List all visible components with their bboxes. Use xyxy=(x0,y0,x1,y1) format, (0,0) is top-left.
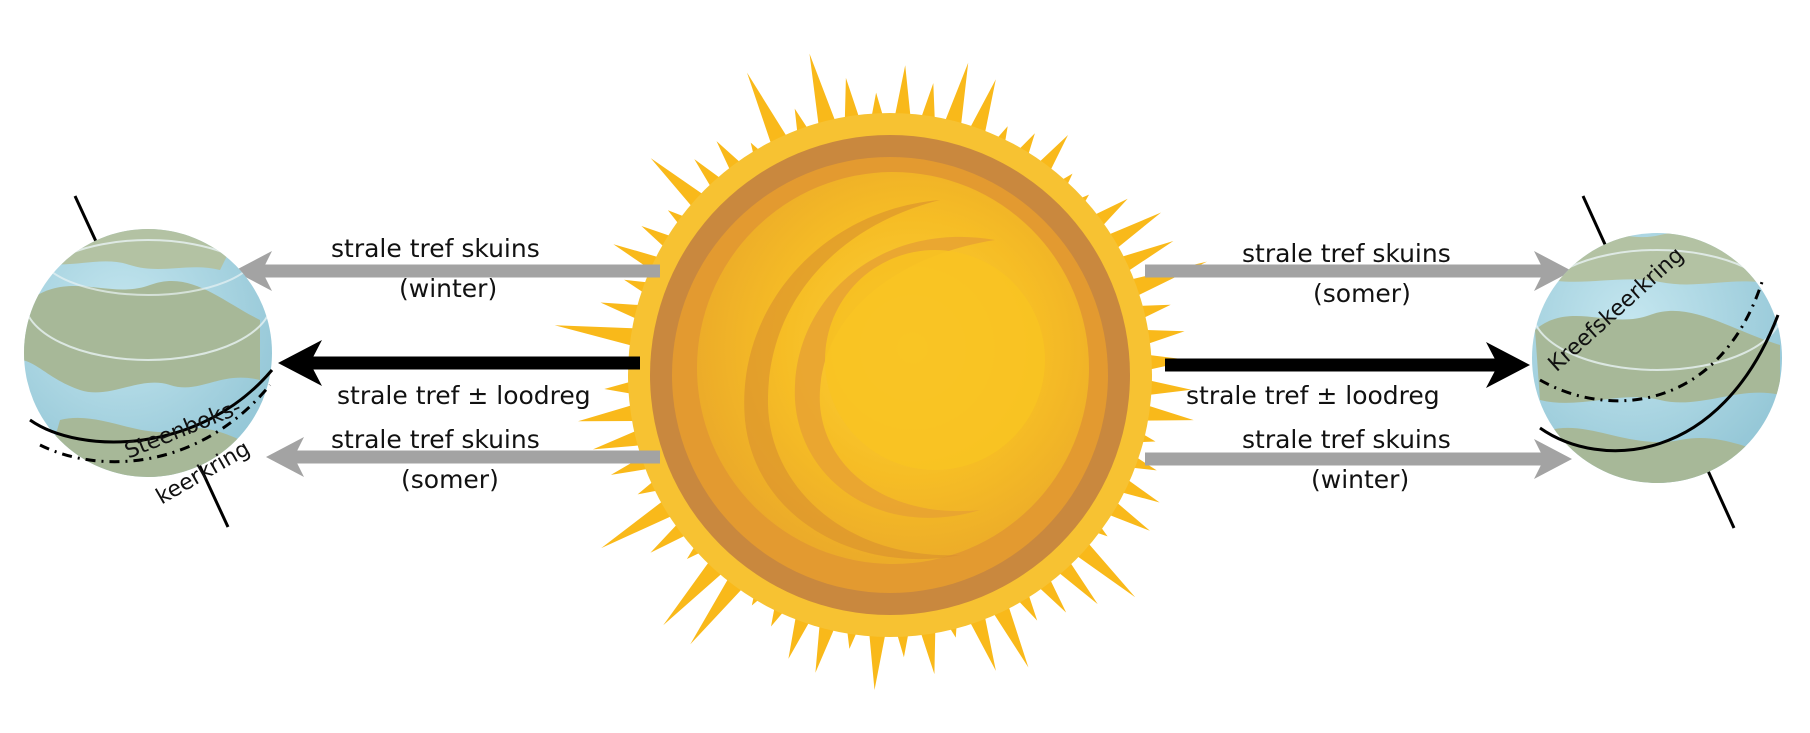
left-arrows xyxy=(234,251,660,477)
left-bottom-arrowhead xyxy=(266,437,304,477)
right-top-label-line1: strale tref skuins xyxy=(1242,239,1451,268)
right-bottom-arrowhead xyxy=(1534,439,1572,479)
left-top-label-line1: strale tref skuins xyxy=(331,234,540,263)
sun xyxy=(554,53,1207,691)
right-top-label-line2: (somer) xyxy=(1313,279,1411,308)
left-bottom-label-line2: (somer) xyxy=(401,465,499,494)
left-globe xyxy=(24,195,274,528)
left-globe-equator xyxy=(29,369,274,444)
left-top-label-line2: (winter) xyxy=(399,274,498,303)
right-middle-label: strale tref ± loodreg xyxy=(1186,381,1440,410)
right-bottom-label-line1: strale tref skuins xyxy=(1242,425,1451,454)
right-bottom-label-line2: (winter) xyxy=(1311,465,1410,494)
right-arrows xyxy=(1145,251,1572,479)
sun-swirl-2 xyxy=(744,200,960,560)
left-globe-land xyxy=(24,280,260,393)
left-top-arrowhead xyxy=(234,251,272,291)
right-globe-tropic-dashed xyxy=(1539,281,1764,403)
right-top-arrowhead xyxy=(1534,251,1572,291)
right-direct-arrowhead xyxy=(1486,342,1530,388)
left-bottom-label-line1: strale tref skuins xyxy=(331,425,540,454)
right-globe-equator xyxy=(1539,314,1780,453)
left-globe-grid xyxy=(24,239,272,361)
right-globe-land xyxy=(1535,310,1780,403)
sun-center-glow xyxy=(825,250,1045,470)
left-globe-tropic-dashed xyxy=(39,384,272,464)
right-globe-grid xyxy=(1532,249,1782,371)
left-middle-label: strale tref ± loodreg xyxy=(337,381,591,410)
left-direct-arrowhead xyxy=(278,340,322,386)
